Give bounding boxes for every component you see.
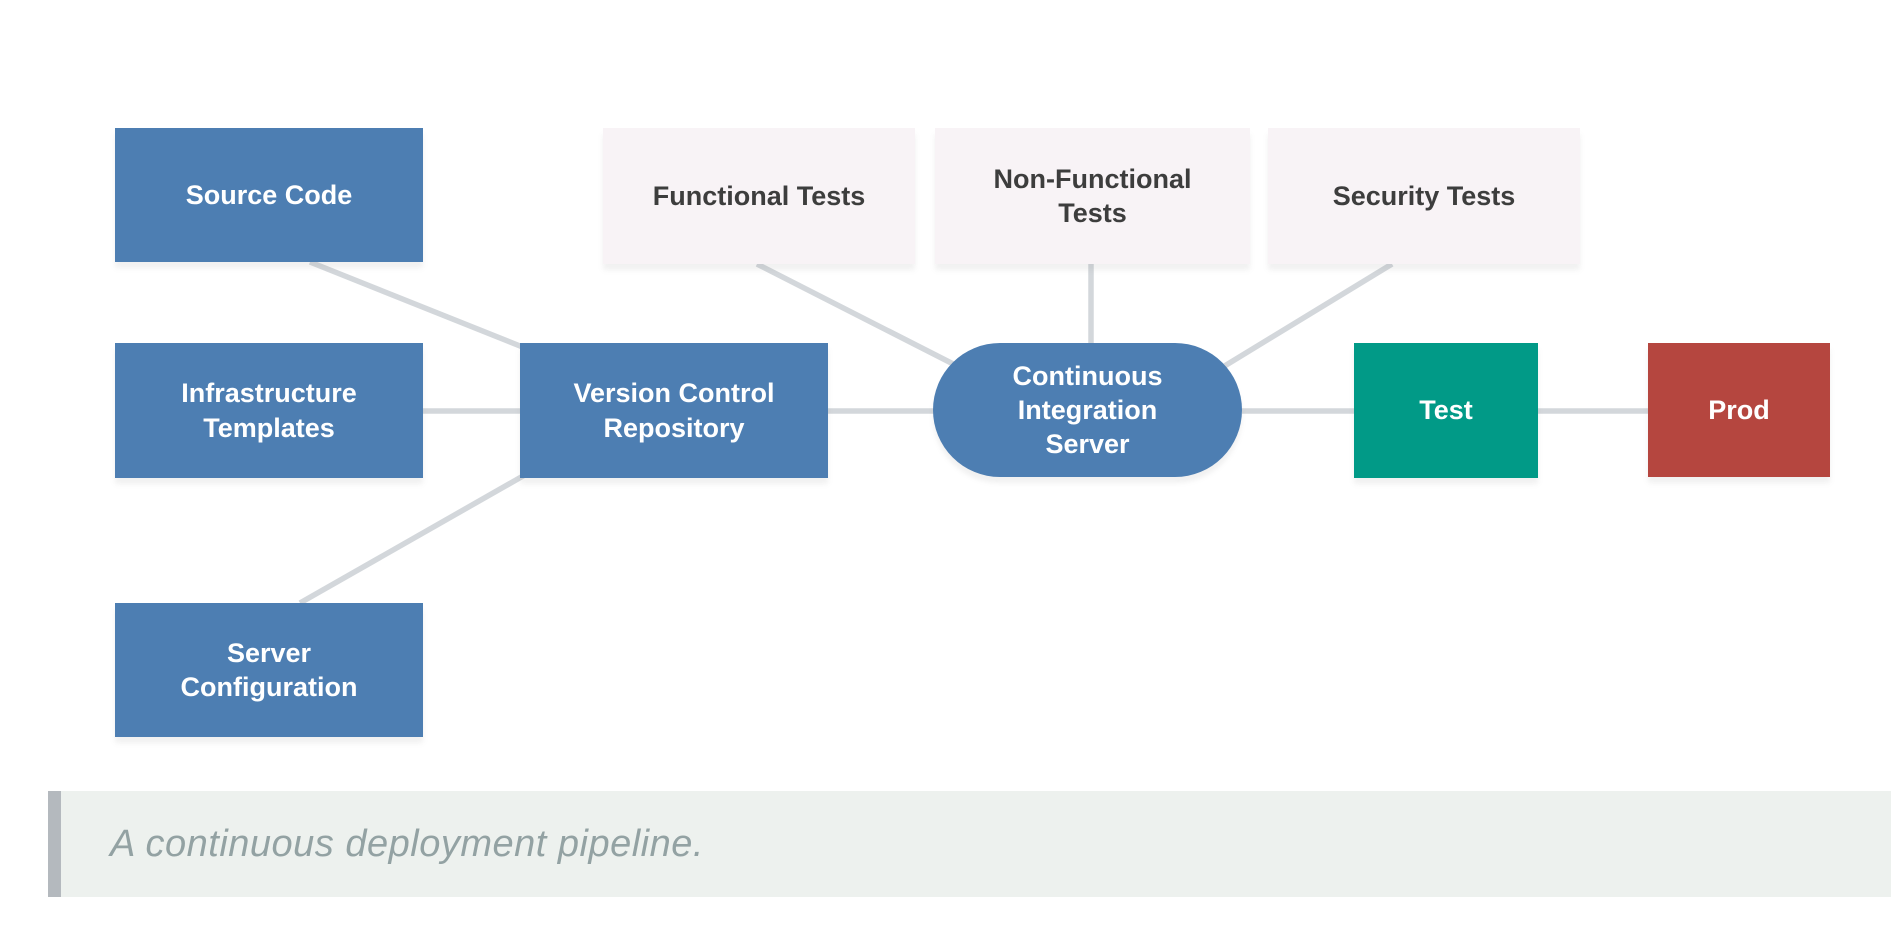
continuous-integration-server-node: Continuous Integration Server [933,343,1242,477]
functional-tests-node: Functional Tests [603,128,915,264]
infrastructure-templates-node: Infrastructure Templates [115,343,423,478]
edge-source-code-to-vcs [308,259,532,353]
source-code-node: Source Code [115,128,423,262]
node-label: Functional Tests [652,180,866,211]
figure-caption: A continuous deployment pipeline. [48,791,1891,897]
security-tests-node: Security Tests [1268,128,1580,264]
node-label: Source Code [185,179,353,210]
node-label: Continuous Integration Server [1012,360,1163,459]
prod-environment-node: Prod [1648,343,1830,477]
node-label: Non-Functional Tests [993,163,1192,228]
version-control-repository-node: Version Control Repository [520,343,828,478]
node-label: Version Control Repository [573,378,775,443]
non-functional-tests-node: Non-Functional Tests [935,128,1250,264]
node-label: Test [1419,395,1473,426]
node-label: Prod [1708,394,1770,425]
caption-text: A continuous deployment pipeline. [110,822,704,865]
caption-body: A continuous deployment pipeline. [61,791,1891,897]
test-environment-node: Test [1354,343,1538,478]
node-label: Security Tests [1332,180,1516,211]
edge-server-config-to-vcs [298,469,532,606]
caption-accent-bar [48,791,61,897]
server-configuration-node: Server Configuration [115,603,423,737]
node-label: Infrastructure Templates [181,378,357,443]
node-label: Server Configuration [180,637,358,702]
